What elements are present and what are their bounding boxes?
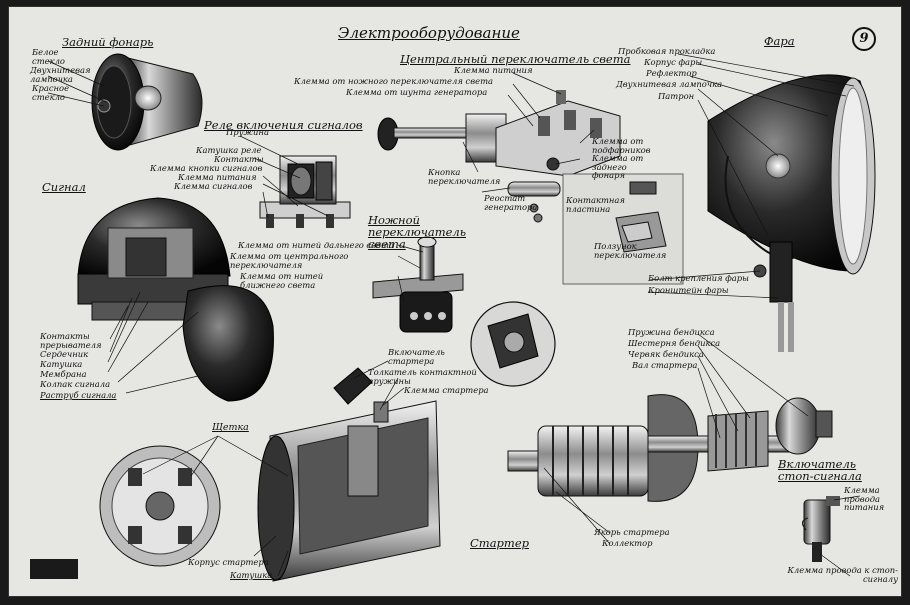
label-slider: Ползунок переключателя: [594, 241, 667, 260]
stop-switch-drawing: [802, 496, 840, 562]
label-spring: Пружина: [226, 127, 269, 137]
label-core: Сердечник: [40, 349, 89, 359]
label-starter-terminal: Клемма стартера: [404, 385, 489, 395]
brush-plate-drawing: [99, 445, 221, 567]
label-relay-coil: Катушка реле: [196, 145, 262, 155]
label-commutator: Коллектор: [602, 538, 653, 548]
label-white-glass: Белое стекло: [32, 47, 65, 66]
label-bendix-worm: Червяк бендикса: [628, 349, 704, 359]
heading-starter: Стартер: [470, 536, 529, 550]
label-pusher: Толкатель контактной пружины: [368, 367, 477, 386]
label-shunt-terminal: Клемма от шунта генератора: [346, 87, 488, 97]
signal-relay-drawing: [259, 155, 351, 228]
label-power-terminal-switch: Клемма питания: [454, 65, 533, 75]
label-low-beam-terminal: Клемма от нитей ближнего света: [240, 271, 324, 290]
label-bendix-spring: Пружина бендикса: [628, 327, 715, 337]
label-twin-bulb-tail: Двухнитевая лампочка: [30, 65, 91, 84]
poster-title: Электрооборудование: [338, 24, 520, 42]
label-tail-terminal: Клемма от заднего фонаря: [592, 153, 644, 181]
label-reflector: Рефлектор: [646, 68, 697, 78]
headlamp-drawing: [707, 74, 876, 352]
heading-tail-lamp: Задний фонарь: [62, 35, 154, 49]
label-armature: Якорь стартера: [594, 527, 670, 537]
label-contact-plate: Контактная пластина: [566, 195, 625, 214]
label-starter-body: Корпус стартера: [188, 557, 269, 567]
illustrations: [30, 53, 876, 582]
label-contacts: Контакты: [214, 154, 264, 164]
sheet-number: 9: [852, 27, 876, 51]
label-rheostat: Реостат генератора: [484, 193, 538, 212]
label-power-terminal-relay: Клемма питания: [178, 172, 257, 182]
heading-foot-switch: Ножной переключатель света: [368, 213, 466, 251]
label-horn-bell: Раструб сигнала: [40, 390, 117, 400]
label-switch-button: Кнопка переключателя: [428, 167, 501, 186]
label-button-terminal: Клемма кнопки сигналов: [150, 163, 263, 173]
label-foot-switch-terminal: Клемма от ножного переключателя света: [294, 76, 494, 86]
heading-headlamp: Фара: [764, 34, 795, 48]
heading-horn: Сигнал: [42, 180, 86, 194]
label-starter-coil: Катушка: [230, 570, 273, 580]
label-membrane: Мембрана: [40, 369, 87, 379]
label-twin-bulb-head: Двухнитевая лампочка: [616, 79, 723, 89]
poster-sheet: Электрооборудование 9 Задний фонарь Реле…: [8, 6, 902, 597]
heading-signal-relay: Реле включения сигналов: [204, 118, 363, 132]
label-bendix-gear: Шестерня бендикса: [628, 338, 721, 348]
starter-housing-drawing: [257, 367, 441, 582]
contact-detail-drawing: [470, 301, 556, 387]
label-breaker-contacts: Контакты прерывателя: [40, 331, 102, 350]
label-brush: Щетка: [212, 422, 249, 433]
label-high-beam-terminal: Клемма от нитей дальнего света: [238, 240, 394, 250]
label-central-switch-terminal: Клемма от центрального переключателя: [230, 251, 349, 270]
horn-drawing: [77, 197, 274, 402]
label-mount-bolt: Болт крепления фары: [648, 273, 749, 283]
label-red-glass: Красное стекло: [32, 83, 70, 102]
tail-lamp-drawing: [91, 53, 203, 151]
heading-central-switch: Центральный переключатель света: [400, 52, 631, 66]
armature-drawing: [507, 394, 833, 502]
label-socket: Патрон: [658, 91, 695, 101]
label-starter-switch: Включатель стартера: [388, 347, 445, 366]
label-cork-gasket: Пробковая прокладка: [618, 46, 716, 56]
central-switch-drawing: [377, 90, 684, 285]
label-stop-power-terminal: Клемма провода питания: [844, 485, 885, 513]
label-signal-terminal: Клемма сигналов: [174, 181, 253, 191]
foot-switch-drawing: [372, 236, 464, 333]
publisher-logo: [30, 559, 78, 579]
leader-lines: [47, 53, 861, 577]
label-headlamp-body: Корпус фары: [644, 57, 703, 67]
label-starter-shaft: Вал стартера: [632, 360, 698, 370]
label-stop-wire-terminal: Клемма провода к стоп-сигналу: [787, 565, 898, 584]
label-horn-coil: Катушка: [40, 359, 83, 369]
label-bracket: Кронштейн фары: [648, 285, 729, 295]
heading-stop-switch: Включатель стоп-сигнала: [778, 457, 862, 483]
label-horn-cap: Колпак сигнала: [40, 379, 111, 389]
label-parking-terminal: Клемма от подфарников: [592, 136, 651, 155]
